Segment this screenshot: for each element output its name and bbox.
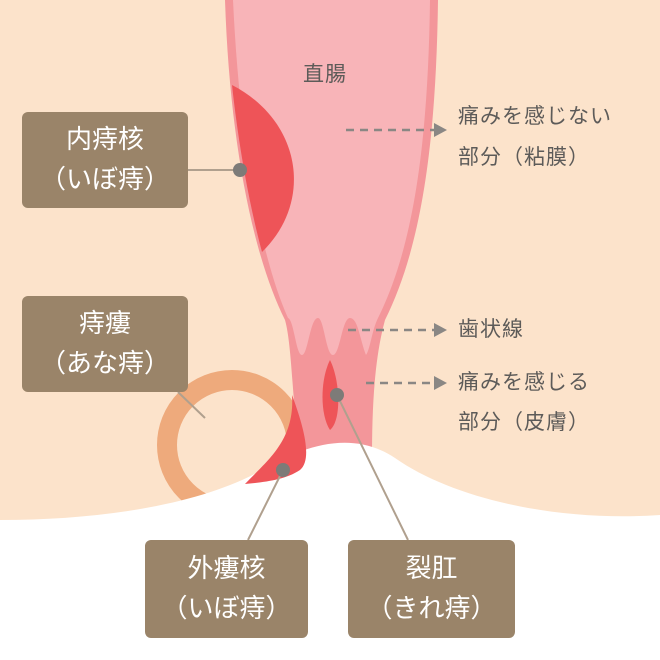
arrowheads <box>434 123 447 390</box>
box-title: 外瘻核 <box>187 554 266 584</box>
dentate-line-label: 歯状線 <box>458 317 524 341</box>
skin-label-line2: 部分（皮膚） <box>458 410 590 434</box>
box-subtitle: （いぼ痔） <box>161 594 292 624</box>
external-hemorrhoid-box: 外瘻核 （いぼ痔） <box>145 540 308 638</box>
dashed-arrows <box>346 128 436 385</box>
rectum-label: 直腸 <box>303 62 347 86</box>
box-subtitle: （あな痔） <box>39 349 170 379</box>
rectum-mucosa <box>233 0 430 355</box>
anal-fistula-box: 痔瘻 （あな痔） <box>22 296 188 392</box>
mucosa-label-line2: 部分（粘膜） <box>458 145 590 169</box>
skin-label-line1: 痛みを感じる <box>458 370 590 394</box>
internal-hemorrhoid-box: 内痔核 （いぼ痔） <box>22 112 188 208</box>
white-floor <box>0 442 660 660</box>
box-subtitle: （きれ痔） <box>366 594 497 624</box>
external-hemorrhoid <box>245 395 307 484</box>
leader-lines <box>177 169 409 541</box>
box-title: 裂肛 <box>405 554 458 584</box>
box-subtitle: （いぼ痔） <box>39 165 170 195</box>
anal-fissure-box: 裂肛 （きれ痔） <box>348 540 515 638</box>
marker-dots <box>233 163 344 477</box>
box-title: 痔瘻 <box>78 309 131 339</box>
internal-hemorrhoid <box>232 85 294 252</box>
box-title: 内痔核 <box>65 125 144 155</box>
mucosa-label-line1: 痛みを感じない <box>458 104 612 128</box>
